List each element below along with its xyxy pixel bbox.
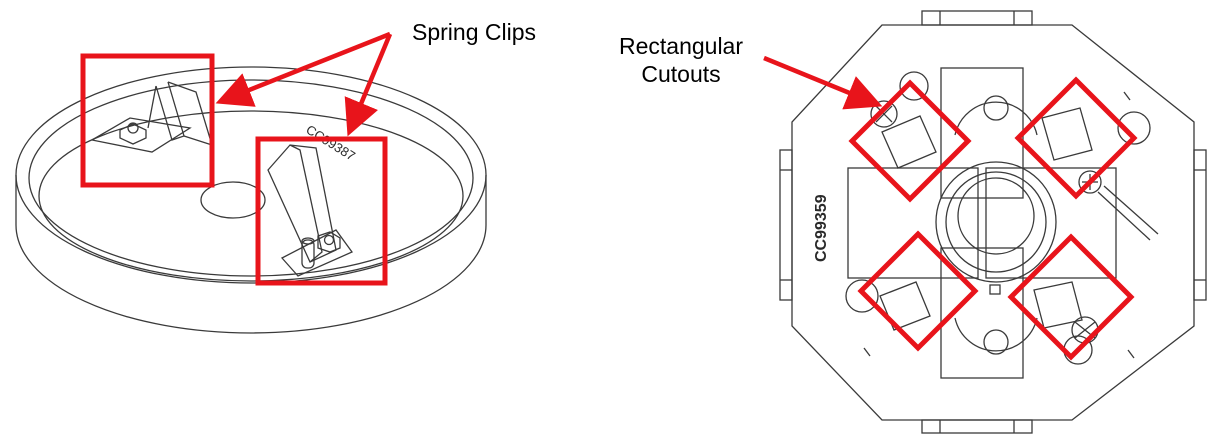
highlight-cutout-top-right: [1014, 76, 1138, 200]
highlight-cutout-bottom-right: [1007, 233, 1135, 361]
highlight-box-clip-left: [80, 53, 215, 188]
dish-rim-inner: [28, 79, 474, 277]
dish-rim-outer: [15, 66, 487, 284]
spring-clip-left: [90, 81, 213, 153]
spring-clips-label: Spring Clips: [412, 19, 536, 45]
rectangular-cutouts-label: Rectangular Cutouts: [612, 32, 750, 88]
dish-drawing: [15, 66, 487, 334]
tab-bottom: [921, 419, 1033, 434]
tab-left: [779, 149, 793, 301]
right-part-number: CC99359: [813, 194, 830, 262]
rectangular-cutouts-line2: Cutouts: [641, 61, 721, 87]
rectangular-cutouts-arrow: [763, 55, 883, 110]
holder-octagon: [791, 24, 1195, 421]
dish-outer-wall: [15, 175, 487, 334]
center-bore-mid: [945, 171, 1047, 273]
left-part-number: CC99387: [303, 122, 358, 164]
center-hole: [200, 181, 266, 219]
tab-top: [921, 10, 1033, 26]
cutout-highlights: [848, 76, 1138, 361]
rectangular-cutouts-line1: Rectangular: [618, 33, 744, 59]
center-bore-inner: [957, 177, 1035, 255]
center-bore-outer: [935, 161, 1057, 283]
highlight-box-clip-right: [255, 136, 388, 286]
holder-drawing: [779, 10, 1207, 434]
spring-clip-right: [267, 144, 353, 277]
highlight-cutout-top-left: [848, 79, 972, 203]
tab-right: [1193, 149, 1207, 301]
spring-clips-arrows: [215, 31, 393, 137]
dish-floor: [38, 110, 464, 282]
highlight-cutout-bottom-left: [857, 230, 979, 352]
